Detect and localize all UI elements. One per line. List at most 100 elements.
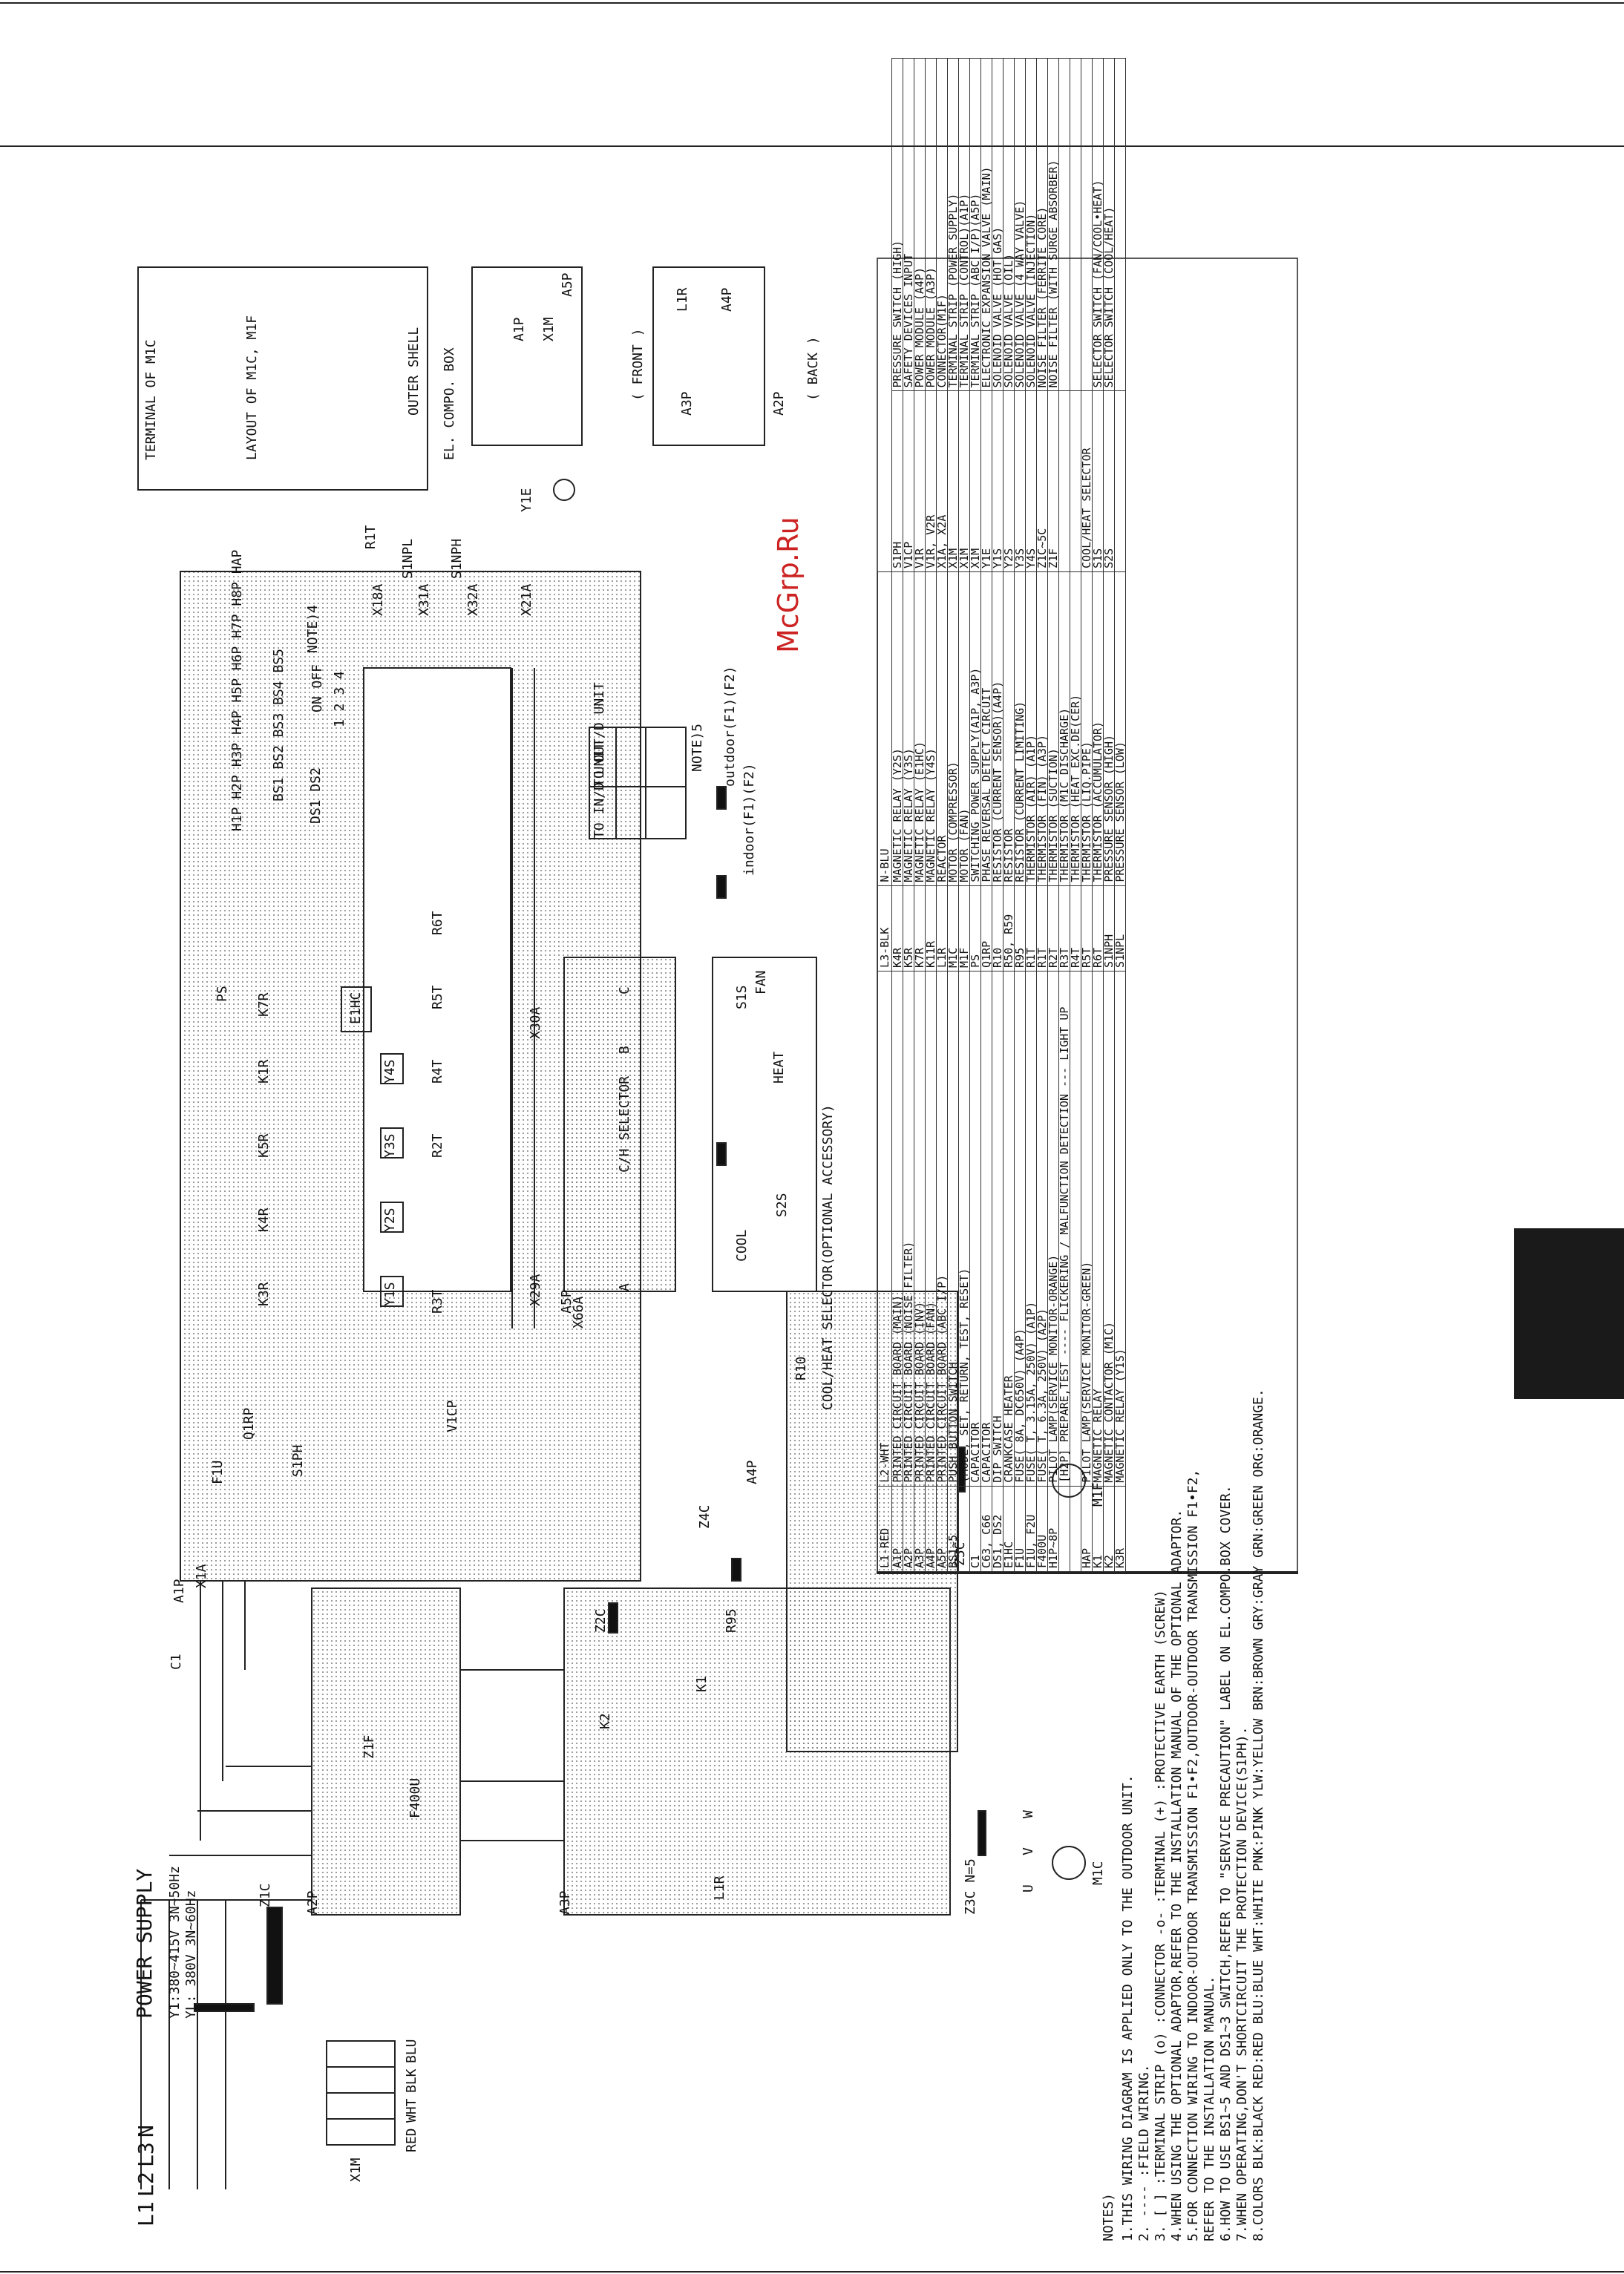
legend-cell: PRESSURE SENSOR (LOW) [1114,571,1126,886]
pcb-a2p-back: A2P [771,391,787,416]
r5t-label: R5T [430,985,445,1009]
legend-cell: SOLENOID VALVE (4 WAY VALVE) [1014,58,1026,391]
notes-title: NOTES) [1101,2192,1116,2241]
l1r-label: L1R [712,1875,727,1900]
legend-cell: RESISTOR [1003,571,1015,886]
s1nph-label: S1NPH [449,538,465,579]
legend-cell: TERMINAL STRIP (ABC I/P)(A5P) [969,58,981,391]
selector-b: B [617,1046,632,1054]
note5-label: NOTE)5 [690,723,705,772]
legend-cell [1058,58,1070,391]
legend-cell: R2T [1047,885,1059,971]
legend-cell: K11R [925,885,937,971]
legend-cell: RESISTOR (CURRENT SENSOR)(A4P) [992,571,1003,886]
legend-cell: POWER MODULE (A4P) [914,58,926,391]
legend-cell: CRANKCASE HEATER [1003,971,1015,1487]
legend-cell: A4P [925,1486,937,1572]
s2s-label: S2S [774,1193,790,1217]
m1f-motor [1052,1464,1086,1498]
legend-cell: MOTOR (FAN) [958,571,970,886]
legend-cell: R4T [1070,885,1081,971]
legend-cell: BS1~5 [947,1486,959,1572]
y2s-label: Y2S [382,1208,398,1232]
legend-cell: THERMISTOR (ACCUMULATOR) [1092,571,1104,886]
legend-cell: PHASE REVERSAL DETECT CIRCUIT [980,571,992,886]
legend-cell: PRINTED CIRCUIT BOARD (FAN) [925,971,937,1487]
bottom-rule [0,2271,1624,2273]
legend-cell: CAPACITOR [969,971,981,1487]
legend-cell: M1F [958,885,970,971]
y1s-label: Y1S [382,1282,398,1306]
legend-cell: K2 [1103,1486,1115,1572]
legend-cell: R6T [1092,885,1104,971]
legend-header-cell: L2-WHT [877,971,892,1487]
conn-x1a: X1A [194,1564,209,1588]
k7r-label: K7R [256,992,272,1017]
a5p-board [563,957,676,1292]
pcb-a5p-front: A5P [560,272,575,297]
legend-cell: SAFETY DEVICES INPUT [903,58,914,391]
legend-cell: SOLENOID VALVE (INJECTION) [1025,58,1037,391]
legend-cell: HAP [1081,1486,1093,1572]
back-label: ( BACK ) [805,336,821,401]
z4c-label: Z4C [697,1504,713,1529]
legend-cell: Y3S [1014,390,1026,572]
legend-cell: ELECTRONIC EXPANSION VALVE (MAIN) [980,58,992,391]
legend-cell: PILOT LAMP(SERVICE MONITOR-GREEN) [1081,971,1093,1487]
terminal-m1c-title: TERMINAL OF M1C [143,339,159,460]
legend-cell [1070,1486,1081,1572]
s1s-label: S1S [734,985,750,1009]
x1m-label: X1M [348,2157,364,2182]
legend-cell [1070,390,1081,572]
header-rule [0,145,1624,147]
z2c-label: Z2C [593,1608,609,1633]
legend-cell: TERMINAL STRIP (CONTROL)(A1P) [958,58,970,391]
legend-cell: PRESSURE SENSOR (HIGH) [1103,571,1115,886]
to-outdoor-label: TO OUT/D UNIT [592,682,607,787]
legend-cell [1058,1486,1070,1572]
legend-cell: V1CP [903,390,914,572]
legend-cell [1081,58,1093,391]
el-compo-box-label: EL. COMPO. BOX [442,347,457,460]
e1hc-label: E1HC [348,992,364,1024]
cool-heat-selector [712,957,817,1292]
legend-cell: C63, C66 [980,1486,992,1572]
legend-cell: MAGNETIC CONTACTOR (M1C) [1103,971,1115,1487]
wire-wht: WHT [404,2098,419,2123]
m1c-term-w: W [1021,1810,1036,1818]
legend-cell: Z1C~5C [1036,390,1048,572]
legend-cell: F1U, F2U [1025,1486,1037,1572]
legend-cell: DS1, DS2 [992,1486,1003,1572]
section-tab [1514,1228,1624,1399]
legend-cell: SELECTOR SWITCH (COOL/HEAT) [1103,58,1115,391]
conn-x32a: X32A [465,583,481,616]
z1f-label: Z1F [361,1734,377,1759]
r2t-label: R2T [430,1133,445,1158]
back-box [652,266,765,446]
a1p-inner [363,667,511,1292]
v1cp-label: V1CP [445,1400,460,1432]
phase-l3: L3 [134,2142,158,2167]
cool-heat-selector-label: COOL/HEAT SELECTOR(OPTIONAL ACCESSORY) [820,1104,836,1410]
legend-cell: Y1S [992,390,1003,572]
note-line: 3. [ ] :TERMINAL STRIP (o) :CONNECTOR -o… [1153,1590,1168,2241]
legend-cell: REACTOR [936,571,948,886]
legend-cell: PRINTED CIRCUIT BOARD (MAIN) [891,971,903,1487]
legend-cell: S1NPH [1103,885,1115,971]
legend-cell: THERMISTOR (LIQ.PIPE) [1081,571,1093,886]
legend-cell: THERMISTOR (AIR) (A1P) [1025,571,1037,886]
legend-cell: X1M [969,390,981,572]
pcb-a1p-front: A1P [511,317,527,341]
legend-cell: TERMINAL STRIP (POWER SUPPLY) [947,58,959,391]
legend-cell: Y1E [980,390,992,572]
legend-cell: V1R [914,390,926,572]
note-line: REFER TO THE INSTALLATION MANUAL. [1202,1976,1217,2241]
legend-cell: R1T [1025,885,1037,971]
indoor-label: indoor(F1)(F2) [741,763,757,876]
